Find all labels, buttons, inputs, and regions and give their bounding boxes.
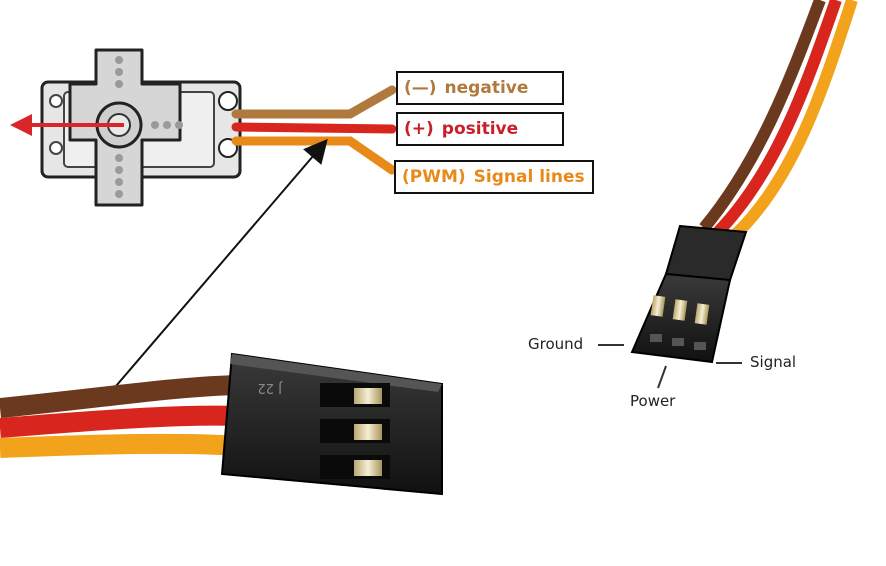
connector-bottom-left [220, 352, 443, 496]
servo-wires [231, 85, 397, 175]
signal-text: Signal lines [473, 167, 585, 187]
power-leader [657, 365, 667, 389]
connector-right [630, 224, 748, 364]
signal-symbol: (PWM) [402, 167, 466, 187]
pin-label-signal: Signal [750, 353, 797, 371]
positive-text: positive [441, 119, 519, 139]
cable-bottom-left [0, 375, 241, 458]
label-negative: (—) negative [396, 71, 564, 105]
pin-label-ground: Ground [528, 335, 584, 353]
negative-symbol: (—) [404, 78, 437, 98]
negative-text: negative [444, 78, 529, 98]
label-signal: (PWM) Signal lines [394, 160, 594, 194]
rotation-arrow-icon [10, 114, 124, 136]
cable-right [699, 0, 858, 241]
servo-motor-icon [40, 48, 242, 207]
label-positive: (+) positive [396, 112, 564, 146]
positive-symbol: (+) [404, 119, 434, 139]
connector-marking: J 22 [257, 380, 283, 395]
pointer-arrow [115, 138, 328, 387]
pin-label-power: Power [630, 392, 676, 410]
